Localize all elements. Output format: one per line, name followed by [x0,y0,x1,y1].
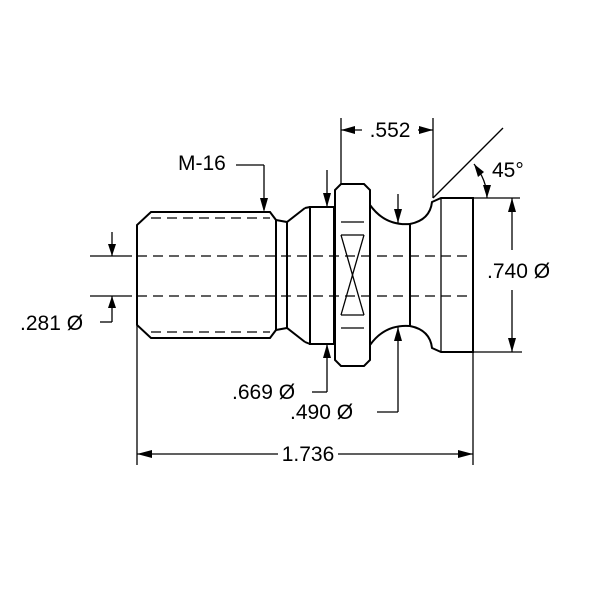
overall-length-dimension: 1.736 [136,325,474,466]
part-outline [136,183,474,367]
flange [334,183,371,367]
flange-width-label: .552 [370,119,411,142]
neck-diameter-label: .490 Ø [290,401,353,424]
threaded-shank [136,211,277,339]
bore-diameter-label: .281 Ø [20,312,83,335]
head-diameter-label: .740 Ø [487,260,550,283]
neck-diameter-dimension: .490 Ø [290,194,402,424]
shoulder [309,206,335,345]
shoulder-diameter-label: .669 Ø [232,381,295,404]
chamfer-angle-label: 45° [492,159,524,182]
shoulder-diameter-dimension: .669 Ø [232,170,331,404]
head-diameter-dimension: .740 Ø [473,198,550,353]
overall-length-label: 1.736 [282,443,335,466]
thread-label: M-16 [178,152,226,175]
bore-diameter-dimension: .281 Ø [20,232,132,335]
thread-leader: M-16 [178,152,268,212]
head [409,197,474,353]
neck [369,204,411,346]
thread-relief [275,207,306,343]
flange-width-dimension: .552 [340,118,434,198]
chamfer-angle-dimension: 45° [432,127,524,199]
